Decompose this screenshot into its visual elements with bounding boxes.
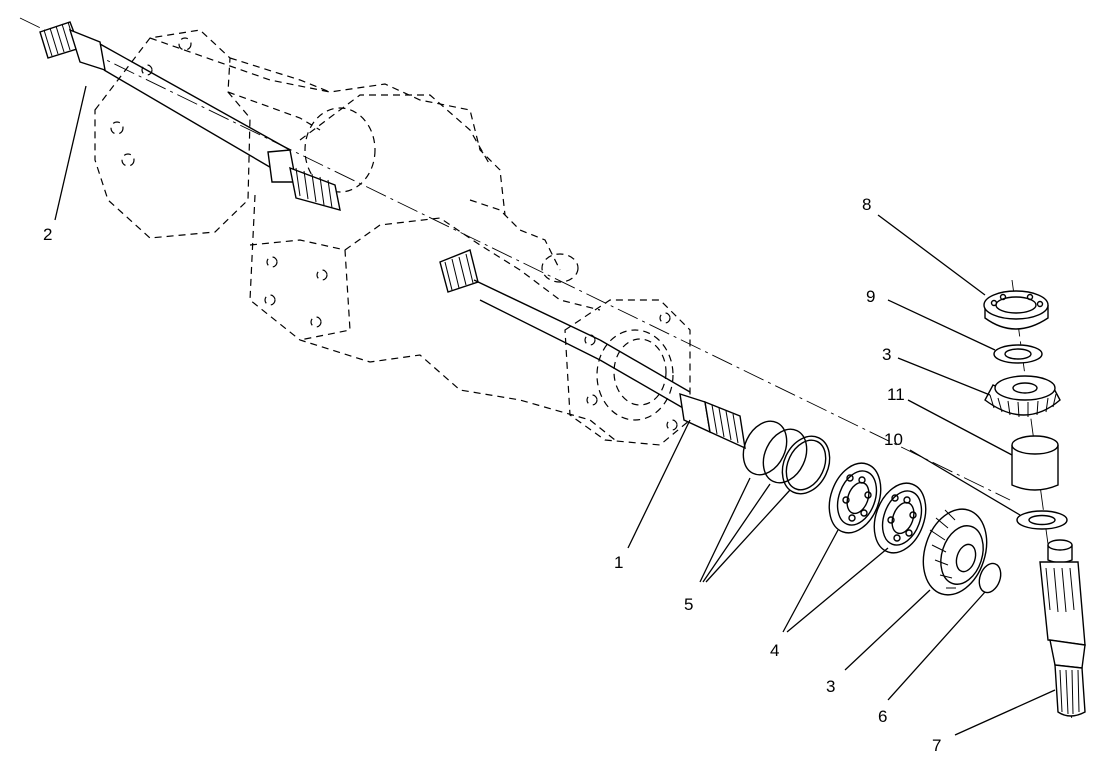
bevel-gear-upper	[984, 375, 1061, 418]
callout-8: 8	[862, 195, 871, 214]
axle-centerline	[19, 17, 1011, 501]
callout-3-upper: 3	[882, 345, 891, 364]
bevel-gear-lower	[922, 508, 988, 596]
callout-1: 1	[614, 553, 623, 572]
axle-shaft-short	[439, 249, 746, 450]
callout-7: 7	[932, 736, 941, 755]
washer-upper	[993, 344, 1043, 364]
spacer-sleeve	[1011, 435, 1059, 491]
transaxle-housing-phantom	[94, 29, 691, 446]
axle-shaft-long	[39, 21, 341, 211]
callout-9: 11	[887, 385, 905, 404]
pinion-shaft	[1039, 539, 1086, 717]
callout-2: 2	[43, 225, 52, 244]
washer-lower	[1016, 510, 1068, 530]
retaining-rings	[742, 420, 831, 495]
leader-lines	[54, 85, 1056, 736]
ball-bearing	[828, 462, 882, 534]
ball-bearing	[873, 482, 927, 554]
callout-11: 9	[866, 287, 875, 306]
callout-6: 6	[878, 707, 887, 726]
callout-10: 10	[884, 430, 903, 449]
callout-5: 5	[684, 595, 693, 614]
pinion-bearing	[983, 290, 1049, 330]
callout-3-lower: 3	[826, 677, 835, 696]
callout-4: 4	[770, 641, 779, 660]
